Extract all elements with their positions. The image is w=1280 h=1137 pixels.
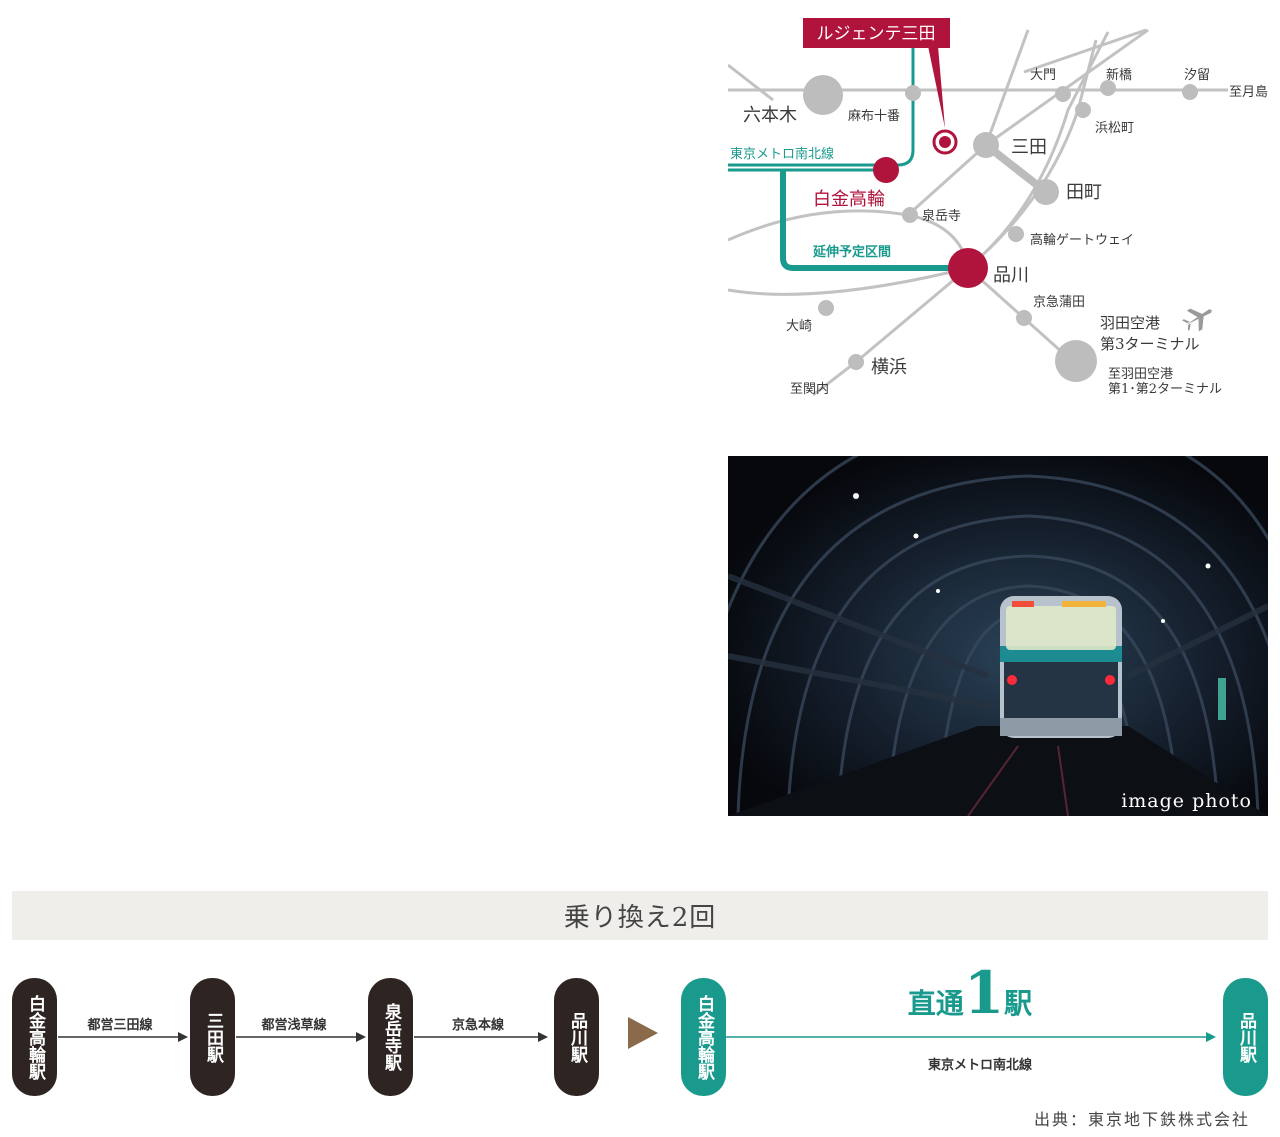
label-azabu-juban: 麻布十番 (848, 109, 900, 124)
label-hamamatsucho: 浜松町 (1095, 121, 1134, 136)
station-pill-label: 泉岳寺駅 (381, 1003, 401, 1071)
station-sengakuji (902, 207, 918, 223)
direct-pill-shinagawa: 品川駅 (1223, 978, 1268, 1096)
label-shimbashi: 新橋 (1106, 67, 1132, 83)
label-haneda-t3-1: 羽田空港 (1100, 314, 1160, 332)
direct-pill-label: 品川駅 (1236, 1011, 1256, 1063)
line-label-asakusa: 都営浅草線 (261, 1018, 327, 1033)
label-haneda-t12-1: 至羽田空港 (1108, 367, 1173, 382)
station-shinagawa (948, 248, 988, 288)
play-arrow-icon (628, 1017, 658, 1049)
direct-pill-label: 白金高輪駅 (694, 994, 714, 1080)
station-hamamatsucho (1075, 102, 1091, 118)
property-tag: ルジェンテ三田 (803, 18, 950, 128)
direct-pill-shirokane-takanawa: 白金高輪駅 (681, 978, 726, 1096)
property-tag-label: ルジェンテ三田 (817, 24, 936, 44)
station-daimon (1055, 86, 1071, 102)
direct-title-prefix: 直通 (907, 987, 964, 1020)
station-shimbashi (1100, 80, 1116, 96)
label-extension: 延伸予定区間 (812, 244, 891, 260)
station-pill-label: 品川駅 (567, 1011, 587, 1063)
route-map: ルジェンテ三田 六本木 麻布十番 東京メトロ南北線 白金高輪 泉岳寺 延伸予定区… (728, 18, 1268, 397)
namboku-line (728, 30, 966, 271)
label-namboku-line: 東京メトロ南北線 (730, 146, 834, 162)
direct-arrow-icon (726, 1032, 1216, 1042)
label-kannai: 至関内 (790, 381, 829, 397)
arrow-icon (58, 1032, 188, 1042)
arrow-icon (414, 1032, 548, 1042)
station-pill-label: 白金高輪駅 (25, 994, 45, 1080)
line-label-keikyu: 京急本線 (451, 1018, 504, 1033)
label-roppongi: 六本木 (743, 105, 797, 126)
label-sengakuji: 泉岳寺 (922, 208, 961, 224)
label-shinagawa: 品川 (993, 265, 1029, 286)
arrow-icon (236, 1032, 366, 1042)
station-haneda-t12 (1055, 340, 1097, 382)
direct-title-suffix: 駅 (1004, 987, 1033, 1020)
label-daimon: 大門 (1030, 68, 1056, 83)
label-tsukishima: 至月島 (1229, 85, 1268, 100)
label-haneda-t12-2: 第1･第2ターミナル (1108, 382, 1222, 397)
station-takanawa-gateway (1008, 226, 1024, 242)
station-tamachi (1033, 179, 1059, 205)
station-keikyu-kamata (1016, 310, 1032, 326)
airplane-icon (1182, 308, 1212, 332)
tunnel-photo: image photo (728, 456, 1268, 816)
station-pill-sengakuji: 泉岳寺駅 (368, 978, 413, 1096)
station-markers (803, 75, 1198, 382)
transfer-banner: 乗り換え2回 (12, 891, 1268, 940)
photo-caption: image photo (1121, 790, 1252, 812)
station-pill-shirokane-takanawa: 白金高輪駅 (12, 978, 57, 1096)
label-yokohama: 横浜 (871, 357, 907, 378)
station-osaki (818, 300, 834, 316)
label-takanawa-gateway: 高輪ゲートウェイ (1030, 232, 1134, 248)
station-pill-mita: 三田駅 (190, 978, 235, 1096)
station-shirokane-takanawa (873, 157, 899, 183)
label-osaki: 大崎 (786, 319, 812, 334)
train (1000, 596, 1122, 738)
line-label-mita: 都営三田線 (87, 1018, 153, 1033)
direct-title: 直通1駅 (880, 964, 1060, 1022)
label-haneda-t3-2: 第3ターミナル (1100, 335, 1200, 353)
station-pill-label: 三田駅 (203, 1011, 223, 1063)
station-mita (973, 132, 999, 158)
label-keikyu-kamata: 京急蒲田 (1033, 295, 1085, 310)
label-mita: 三田 (1011, 137, 1047, 158)
station-yokohama (848, 354, 864, 370)
station-roppongi (803, 75, 843, 115)
source-note: 出典：東京地下鉄株式会社 (1033, 1110, 1250, 1129)
station-azabu-juban (905, 85, 921, 101)
label-tamachi: 田町 (1066, 182, 1102, 203)
direct-title-number: 1 (963, 959, 1005, 1027)
label-shirokane-takanawa: 白金高輪 (813, 189, 885, 210)
label-shiodome: 汐留 (1184, 67, 1210, 83)
transfer-banner-label: 乗り換え2回 (563, 903, 717, 933)
direct-line-label: 東京メトロ南北線 (927, 1058, 1032, 1073)
station-shiodome (1182, 84, 1198, 100)
station-pill-shinagawa: 品川駅 (554, 978, 599, 1096)
tunnel-train-illustration (728, 456, 1268, 816)
